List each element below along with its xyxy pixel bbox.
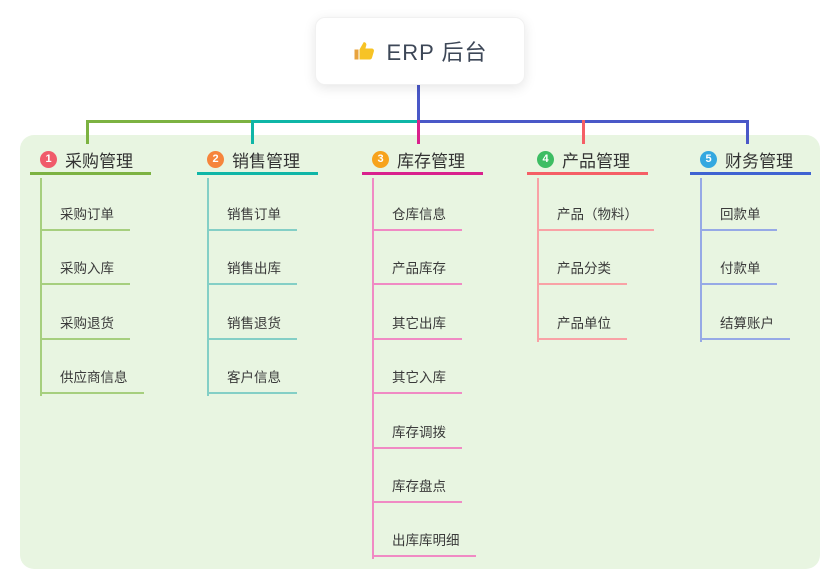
- tree-connector-line: [372, 178, 374, 560]
- branch-number-badge: 2: [207, 150, 224, 168]
- tree-item[interactable]: 产品分类: [537, 257, 627, 286]
- branch-header-finance[interactable]: 5 财务管理: [690, 146, 811, 175]
- tree-item-label: 产品分类: [557, 261, 611, 277]
- tree-item[interactable]: 产品（物料）: [537, 203, 654, 231]
- branch-inventory: 3 库存管理 仓库信息产品库存其它出库其它入库库存调拨库存盘点出库库明细: [362, 146, 483, 560]
- branch-label: 销售管理: [232, 151, 300, 171]
- root-connector-line: [417, 85, 420, 121]
- tree-item-label: 回款单: [720, 207, 761, 222]
- tree-item-label: 结算账户: [720, 315, 774, 331]
- branch-header-purchase[interactable]: 1 采购管理: [30, 146, 151, 175]
- branch-number-badge: 5: [700, 150, 717, 168]
- branch-purchase: 1 采购管理 采购订单采购入库采购退货供应商信息: [30, 146, 151, 397]
- tree-connector-line: [207, 178, 209, 397]
- branch-header-inventory[interactable]: 3 库存管理: [362, 146, 483, 175]
- tree-item[interactable]: 回款单: [700, 203, 777, 231]
- root-node[interactable]: ERP 后台: [315, 17, 525, 85]
- tree-item[interactable]: 销售出库: [207, 257, 297, 286]
- branch-label: 财务管理: [725, 151, 793, 171]
- tree-item[interactable]: 库存调拨: [372, 421, 462, 449]
- tree-item[interactable]: 其它出库: [372, 312, 462, 340]
- tree-item-label: 其它出库: [392, 315, 446, 331]
- branch-drop-line-purchase: [86, 120, 89, 144]
- bus-line-teal: [252, 120, 418, 123]
- tree-item-label: 库存盘点: [392, 479, 446, 494]
- tree-item[interactable]: 其它入库: [372, 366, 462, 395]
- branch-number-badge: 3: [372, 150, 389, 168]
- tree-item-label: 供应商信息: [60, 370, 128, 386]
- branch-label: 采购管理: [65, 151, 133, 171]
- tree-item[interactable]: 客户信息: [207, 366, 297, 395]
- tree-item[interactable]: 采购退货: [40, 312, 130, 340]
- branch-number-badge: 4: [537, 150, 554, 168]
- branch-drop-line-product: [582, 120, 585, 144]
- tree-item-label: 付款单: [720, 261, 761, 277]
- branch-drop-line-inventory: [417, 120, 420, 144]
- tree-item-label: 库存调拨: [392, 424, 446, 440]
- branch-header-sales[interactable]: 2 销售管理: [197, 146, 318, 175]
- tree-item[interactable]: 采购订单: [40, 203, 130, 231]
- branch-drop-line-sales: [251, 120, 254, 144]
- tree-item-label: 采购退货: [60, 315, 114, 331]
- branch-number-badge: 1: [40, 150, 57, 168]
- tree-item[interactable]: 产品单位: [537, 312, 627, 340]
- tree-connector-line: [537, 178, 539, 342]
- tree-connector-line: [700, 178, 702, 342]
- tree-item[interactable]: 库存盘点: [372, 475, 462, 503]
- tree-item-label: 销售退货: [227, 315, 281, 331]
- branch-sales: 2 销售管理 销售订单销售出库销售退货客户信息: [197, 146, 318, 397]
- root-node-label: ERP 后台: [386, 40, 488, 65]
- branch-header-product[interactable]: 4 产品管理: [527, 146, 648, 175]
- tree-item[interactable]: 付款单: [700, 257, 777, 286]
- tree-item-label: 产品单位: [557, 315, 611, 331]
- thumbs-up-icon: [353, 39, 377, 63]
- tree-item[interactable]: 供应商信息: [40, 366, 144, 395]
- tree-item-label: 产品库存: [392, 261, 446, 277]
- tree-item[interactable]: 结算账户: [700, 312, 790, 340]
- tree-item[interactable]: 销售退货: [207, 312, 297, 340]
- branch-finance: 5 财务管理 回款单付款单结算账户: [690, 146, 811, 342]
- tree-connector-line: [40, 178, 42, 397]
- tree-item-label: 客户信息: [227, 370, 281, 386]
- tree-item-label: 采购入库: [60, 261, 114, 277]
- tree-item[interactable]: 采购入库: [40, 257, 130, 286]
- tree-item-label: 仓库信息: [392, 207, 446, 222]
- branch-label: 产品管理: [562, 151, 630, 171]
- tree-item[interactable]: 产品库存: [372, 257, 462, 286]
- tree-item-label: 销售出库: [227, 261, 281, 277]
- tree-item-label: 销售订单: [227, 207, 281, 222]
- tree-item[interactable]: 仓库信息: [372, 203, 462, 231]
- branch-label: 库存管理: [397, 151, 465, 171]
- tree-item-label: 采购订单: [60, 207, 114, 222]
- tree-item[interactable]: 销售订单: [207, 203, 297, 231]
- branches-background-panel: [20, 135, 820, 569]
- tree-item-label: 其它入库: [392, 370, 446, 386]
- branch-product: 4 产品管理 产品（物料） 产品分类产品单位: [527, 146, 654, 342]
- tree-item-label: 产品（物料）: [557, 207, 638, 222]
- bus-line-green: [86, 120, 253, 123]
- tree-item[interactable]: 出库库明细: [372, 529, 476, 558]
- branch-drop-line-finance: [746, 120, 749, 144]
- tree-item-label: 出库库明细: [392, 533, 460, 549]
